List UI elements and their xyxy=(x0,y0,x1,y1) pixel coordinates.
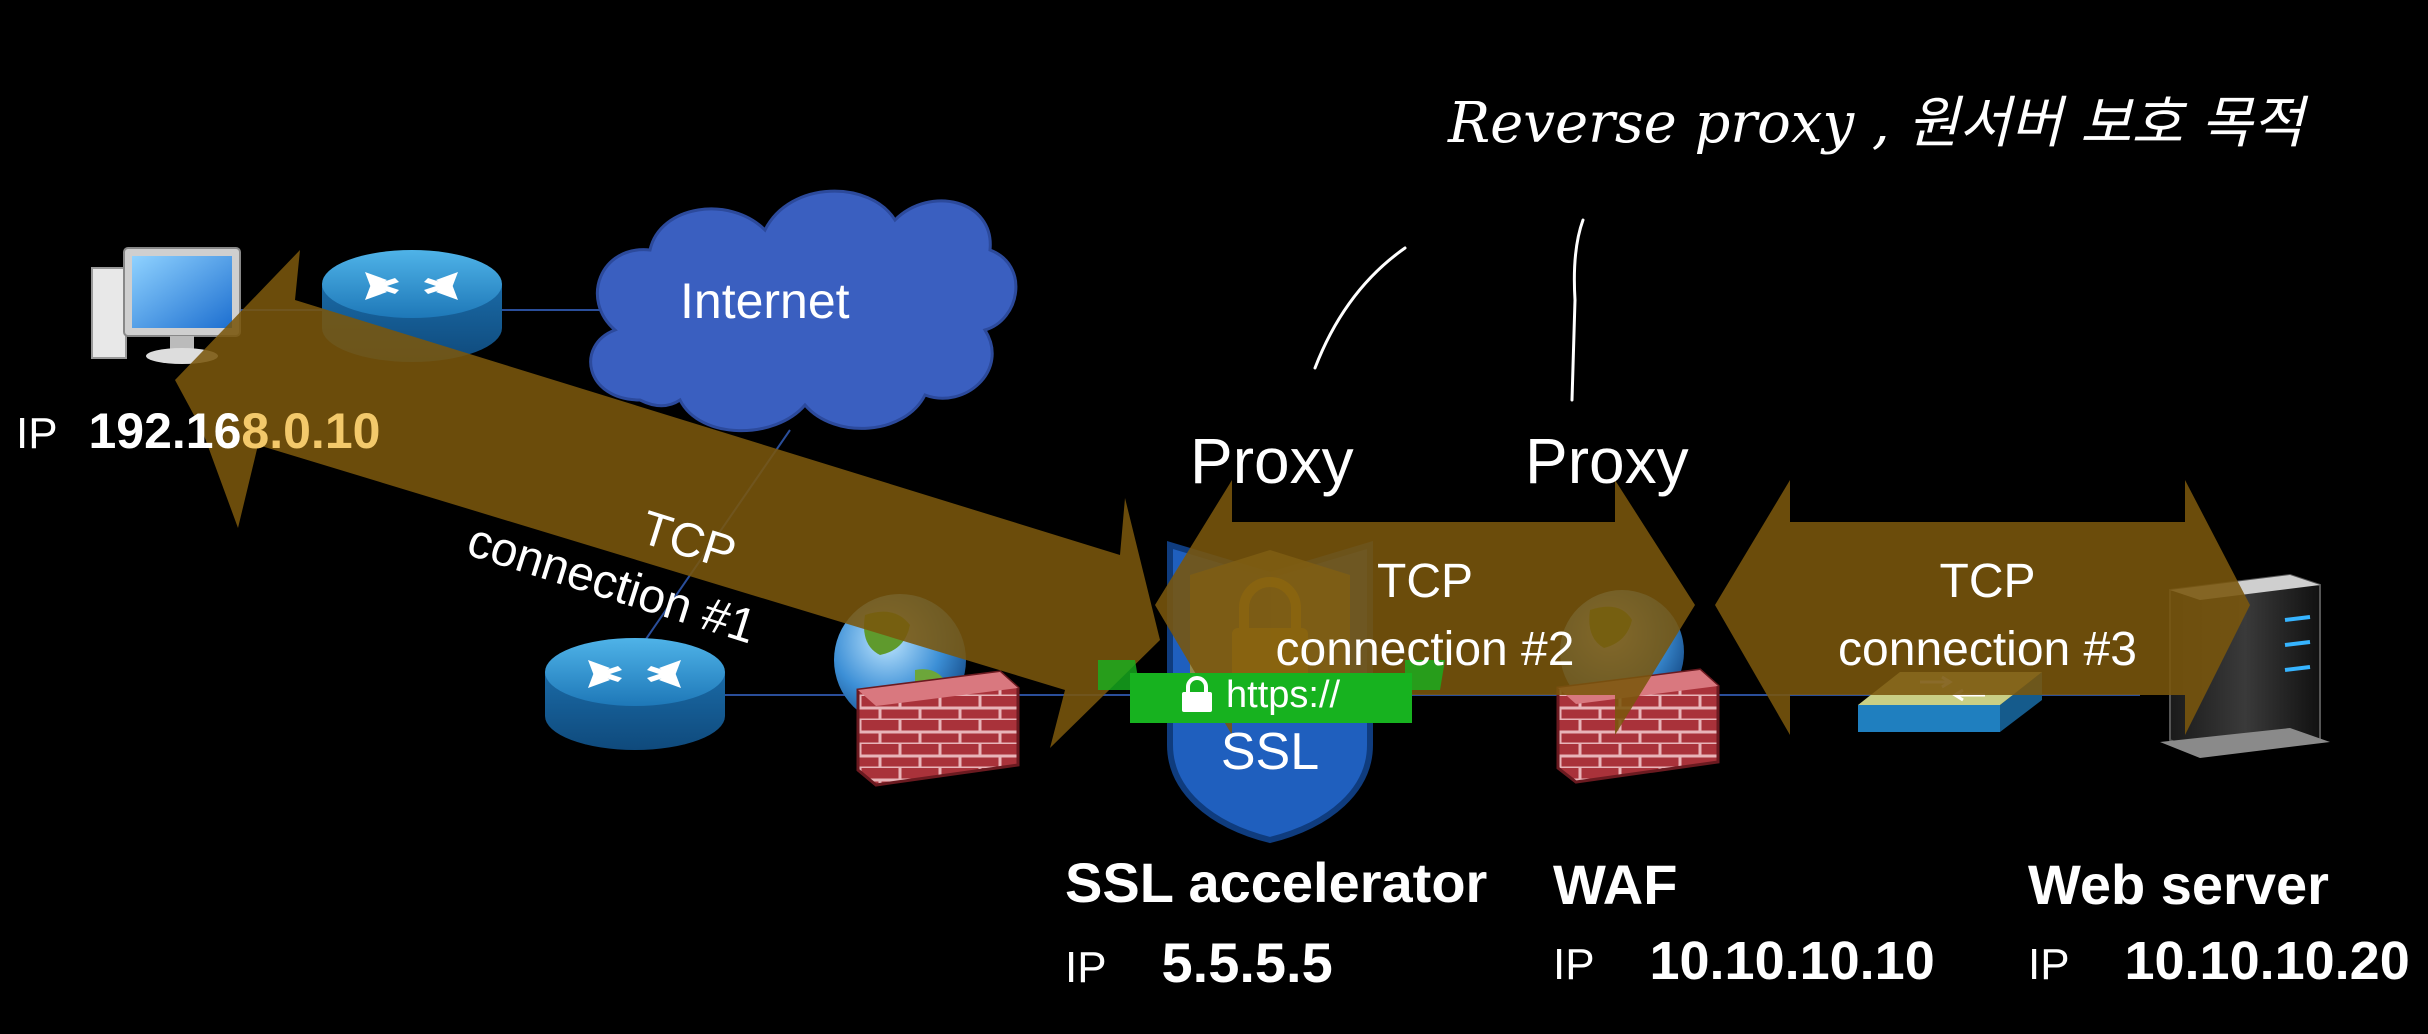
firewall-1-icon xyxy=(856,670,1020,787)
tcp-connection-2-line1: TCP xyxy=(1377,555,1473,608)
https-bar xyxy=(1098,660,1445,723)
ssl-accelerator-ip-value: 5.5.5.5 xyxy=(1161,931,1333,994)
tcp-connection-1-arrow xyxy=(175,250,1160,748)
tcp-connection-2-arrow xyxy=(1155,480,1695,735)
ssl-label: SSL xyxy=(1220,723,1320,781)
internet-label: Internet xyxy=(680,273,850,329)
tcp-connection-2-line2: connection #2 xyxy=(1275,623,1575,676)
client-computer-icon xyxy=(91,247,241,364)
annotation-strokes xyxy=(1313,218,1585,402)
client-ip-key: IP xyxy=(16,409,58,458)
client-ip: IP 192.168.0.10 xyxy=(16,402,380,460)
tcp-connection-2-label: TCP connection #2 xyxy=(1235,548,1615,684)
waf-ip: IP 10.10.10.10 xyxy=(1553,930,1935,992)
proxy-label-right: Proxy xyxy=(1525,425,1689,497)
waf-ip-value: 10.10.10.10 xyxy=(1649,931,1935,991)
tcp-arrows xyxy=(175,250,2250,748)
tcp-connection-3-arrow xyxy=(1715,480,2250,735)
internet-cloud-icon xyxy=(589,189,1018,433)
https-lock-icon xyxy=(1182,676,1212,712)
web-server-ip-value: 10.10.10.20 xyxy=(2124,931,2410,991)
web-server-ip-key: IP xyxy=(2028,940,2070,989)
client-ip-value-white: 192.16 xyxy=(88,403,242,459)
client-ip-value-gold: 8.0.10 xyxy=(241,403,381,459)
web-server-name: Web server xyxy=(2028,853,2329,916)
https-label: https:// xyxy=(1226,674,1341,716)
tcp-connection-3-line2: connection #3 xyxy=(1838,623,2137,676)
tcp-connection-3-line1: TCP xyxy=(1939,555,2036,608)
tcp-connection-3-label: TCP connection #3 xyxy=(1790,548,2185,684)
web-server-ip: IP 10.10.10.20 xyxy=(2028,930,2410,992)
waf-name: WAF xyxy=(1553,853,1678,916)
router-2-icon xyxy=(545,638,725,750)
router-1-icon xyxy=(322,250,502,362)
waf-ip-key: IP xyxy=(1553,940,1595,989)
ssl-accelerator-name: SSL accelerator xyxy=(1065,851,1488,914)
ssl-accelerator-ip: IP 5.5.5.5 xyxy=(1065,930,1333,995)
ssl-accelerator-ip-key: IP xyxy=(1065,943,1107,992)
proxy-label-left: Proxy xyxy=(1190,425,1354,497)
handwritten-annotation: Reverse proxy , 원서버 보호 목적 xyxy=(1448,91,2304,156)
